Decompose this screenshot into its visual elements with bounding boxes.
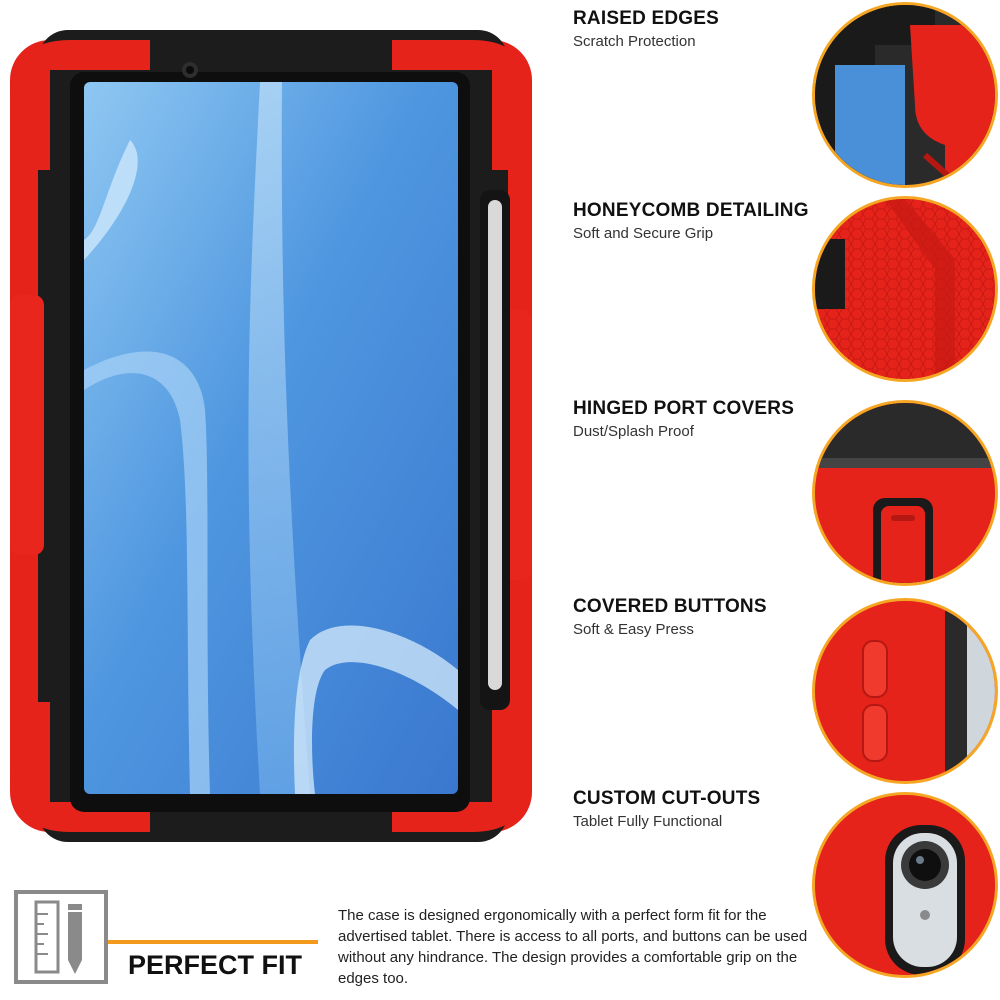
ruler-pencil-icon <box>14 890 108 984</box>
zoom-camera-cutout <box>812 792 998 978</box>
feature-raised-edges: RAISED EDGES Scratch Protection <box>573 8 823 52</box>
feature-subtitle: Dust/Splash Proof <box>573 423 694 440</box>
zoom-honeycomb <box>812 196 998 382</box>
feature-subtitle: Soft and Secure Grip <box>573 225 714 242</box>
feature-honeycomb-detailing: HONEYCOMB DETAILING Soft and Secure Grip <box>573 200 823 244</box>
feature-title: COVERED BUTTONS <box>573 596 767 617</box>
feature-title: HONEYCOMB DETAILING <box>573 200 809 221</box>
feature-subtitle: Scratch Protection <box>573 33 696 50</box>
feature-title: RAISED EDGES <box>573 8 719 29</box>
feature-custom-cut-outs: CUSTOM CUT-OUTS Tablet Fully Functional <box>573 788 823 832</box>
feature-title: HINGED PORT COVERS <box>573 398 795 419</box>
feature-hinged-port-covers: HINGED PORT COVERS Dust/Splash Proof <box>573 398 823 442</box>
zoom-covered-buttons <box>812 598 998 784</box>
perfect-fit-label: PERFECT FIT <box>128 950 302 980</box>
feature-subtitle: Soft & Easy Press <box>573 621 694 638</box>
tablet-case-image <box>10 30 532 842</box>
perfect-fit-description: The case is designed ergonomically with … <box>338 905 818 989</box>
accent-bar <box>108 940 318 944</box>
zoom-port-cover <box>812 400 998 586</box>
feature-covered-buttons: COVERED BUTTONS Soft & Easy Press <box>573 596 823 640</box>
zoom-raised-edges <box>812 2 998 188</box>
feature-subtitle: Tablet Fully Functional <box>573 813 723 830</box>
description-text: The case is designed ergonomically with … <box>338 907 808 987</box>
feature-title: CUSTOM CUT-OUTS <box>573 788 761 809</box>
